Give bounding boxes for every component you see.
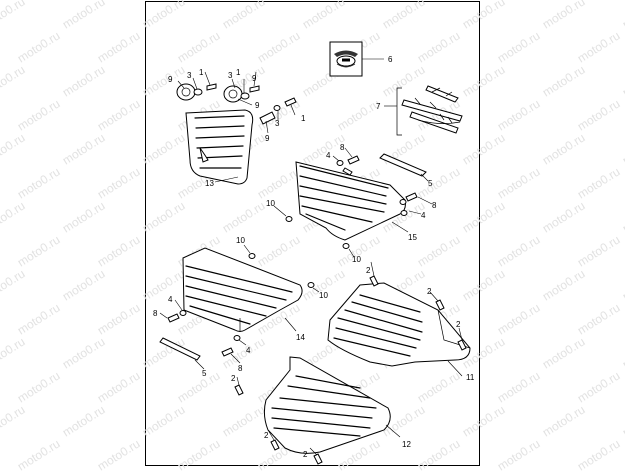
callout-labels: 1 1 1 3 3 3 9 9 9 9 6 7 13 4 8 5 8 4 15 …	[153, 55, 475, 459]
mid-left-rack-part	[182, 244, 320, 332]
grommet-hardware-group	[176, 71, 297, 134]
callout-label: 10	[266, 199, 275, 208]
callout-label: 8	[432, 201, 437, 210]
rear-rack-panel-part	[185, 109, 254, 185]
upper-rack-hardware	[273, 147, 433, 258]
callout-label: 14	[296, 333, 305, 342]
callout-label: 2	[303, 450, 308, 459]
callout-label: 2	[264, 431, 269, 440]
callout-label: 1	[236, 68, 241, 77]
callout-label: 9	[255, 101, 260, 110]
callout-label: 2	[456, 320, 461, 329]
callout-label: 11	[466, 373, 475, 382]
badge-part	[329, 41, 384, 77]
callout-label: 3	[275, 119, 280, 128]
callout-label: 12	[402, 440, 411, 449]
callout-label: 4	[326, 151, 331, 160]
callout-label: 10	[236, 236, 245, 245]
callout-label: 15	[408, 233, 417, 242]
callout-label: 9	[265, 134, 270, 143]
eagle-wing-emblem-icon	[334, 50, 358, 68]
callout-label: 10	[319, 291, 328, 300]
callout-label: 8	[238, 364, 243, 373]
callout-label: 5	[428, 179, 433, 188]
callout-label: 1	[199, 68, 204, 77]
lower-rack-hardware	[234, 261, 467, 396]
mid-rack-hardware	[159, 299, 247, 370]
upper-right-rack-part	[295, 161, 409, 241]
callout-label: 10	[352, 255, 361, 264]
callout-label: 4	[168, 295, 173, 304]
wiring-clips-part	[384, 85, 463, 136]
lower-right-rack-part	[327, 282, 471, 377]
callout-label: 3	[187, 71, 192, 80]
callout-label: 1	[301, 114, 306, 123]
callout-label: 4	[246, 346, 251, 355]
callout-label: 3	[228, 71, 233, 80]
callout-label: 6	[388, 55, 393, 64]
callout-label: 4	[421, 211, 426, 220]
callout-label: 8	[340, 143, 345, 152]
callout-label: 9	[168, 75, 173, 84]
callout-label: 7	[376, 102, 381, 111]
callout-label: 2	[366, 266, 371, 275]
callout-label: 2	[427, 287, 432, 296]
callout-label: 5	[202, 369, 207, 378]
callout-label: 13	[205, 179, 214, 188]
callout-label: 2	[231, 374, 236, 383]
bottom-rack-part	[263, 356, 401, 465]
callout-label: 9	[252, 74, 257, 83]
callout-label: 8	[153, 309, 158, 318]
